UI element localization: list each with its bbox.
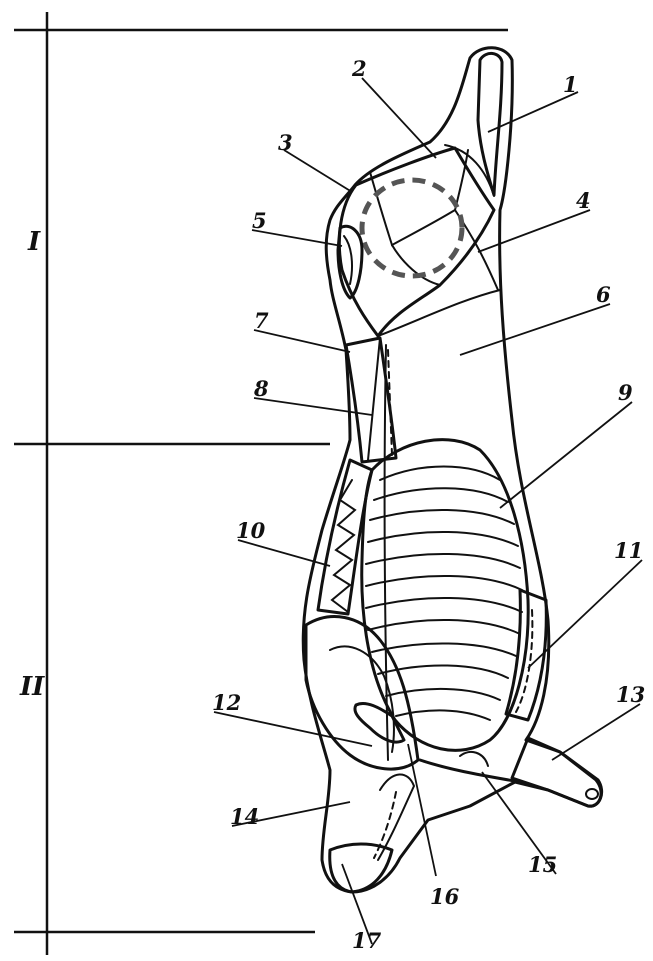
leader-2 [362,78,436,158]
spine-line [385,345,388,760]
shoulder-knuckle [355,703,404,742]
fore-shank [512,738,601,806]
part-label-2: 2 [351,56,367,81]
chest-knuckle [460,752,488,766]
leader-6 [460,304,610,355]
round-inner-2 [392,245,440,285]
leader-4 [478,210,590,252]
part-label-1: 1 [563,72,578,97]
section-label-i: I [27,227,41,257]
part-label-14: 14 [230,804,259,829]
part-label-13: 13 [616,682,645,707]
leader-7 [254,330,350,352]
part-label-10: 10 [236,518,266,543]
part-label-6: 6 [596,282,611,307]
leader-9 [500,402,632,508]
part-label-17: 17 [352,928,382,953]
leader-12 [214,712,372,746]
part-label-8: 8 [253,376,269,401]
part-label-12: 12 [212,690,241,715]
dashed-circle-marker [362,180,462,276]
section-label-ii: II [19,672,45,702]
round-inner-4 [378,290,500,336]
part-label-3: 3 [278,130,293,155]
chest-base-line [420,760,520,782]
leader-3 [284,150,352,192]
part-label-11: 11 [614,538,643,563]
part-label-16: 16 [430,884,460,909]
hind-shank-bone [478,53,502,195]
rib-lines [366,467,522,721]
part-label-5: 5 [252,208,267,233]
fore-shank-joint [586,789,598,799]
loin-divider [368,338,380,460]
part-label-4: 4 [576,188,591,213]
leader-13 [552,704,640,760]
carcass-drawing [303,48,601,892]
part-label-7: 7 [254,308,269,333]
part-label-9: 9 [618,380,633,405]
part-label-15: 15 [528,852,557,877]
